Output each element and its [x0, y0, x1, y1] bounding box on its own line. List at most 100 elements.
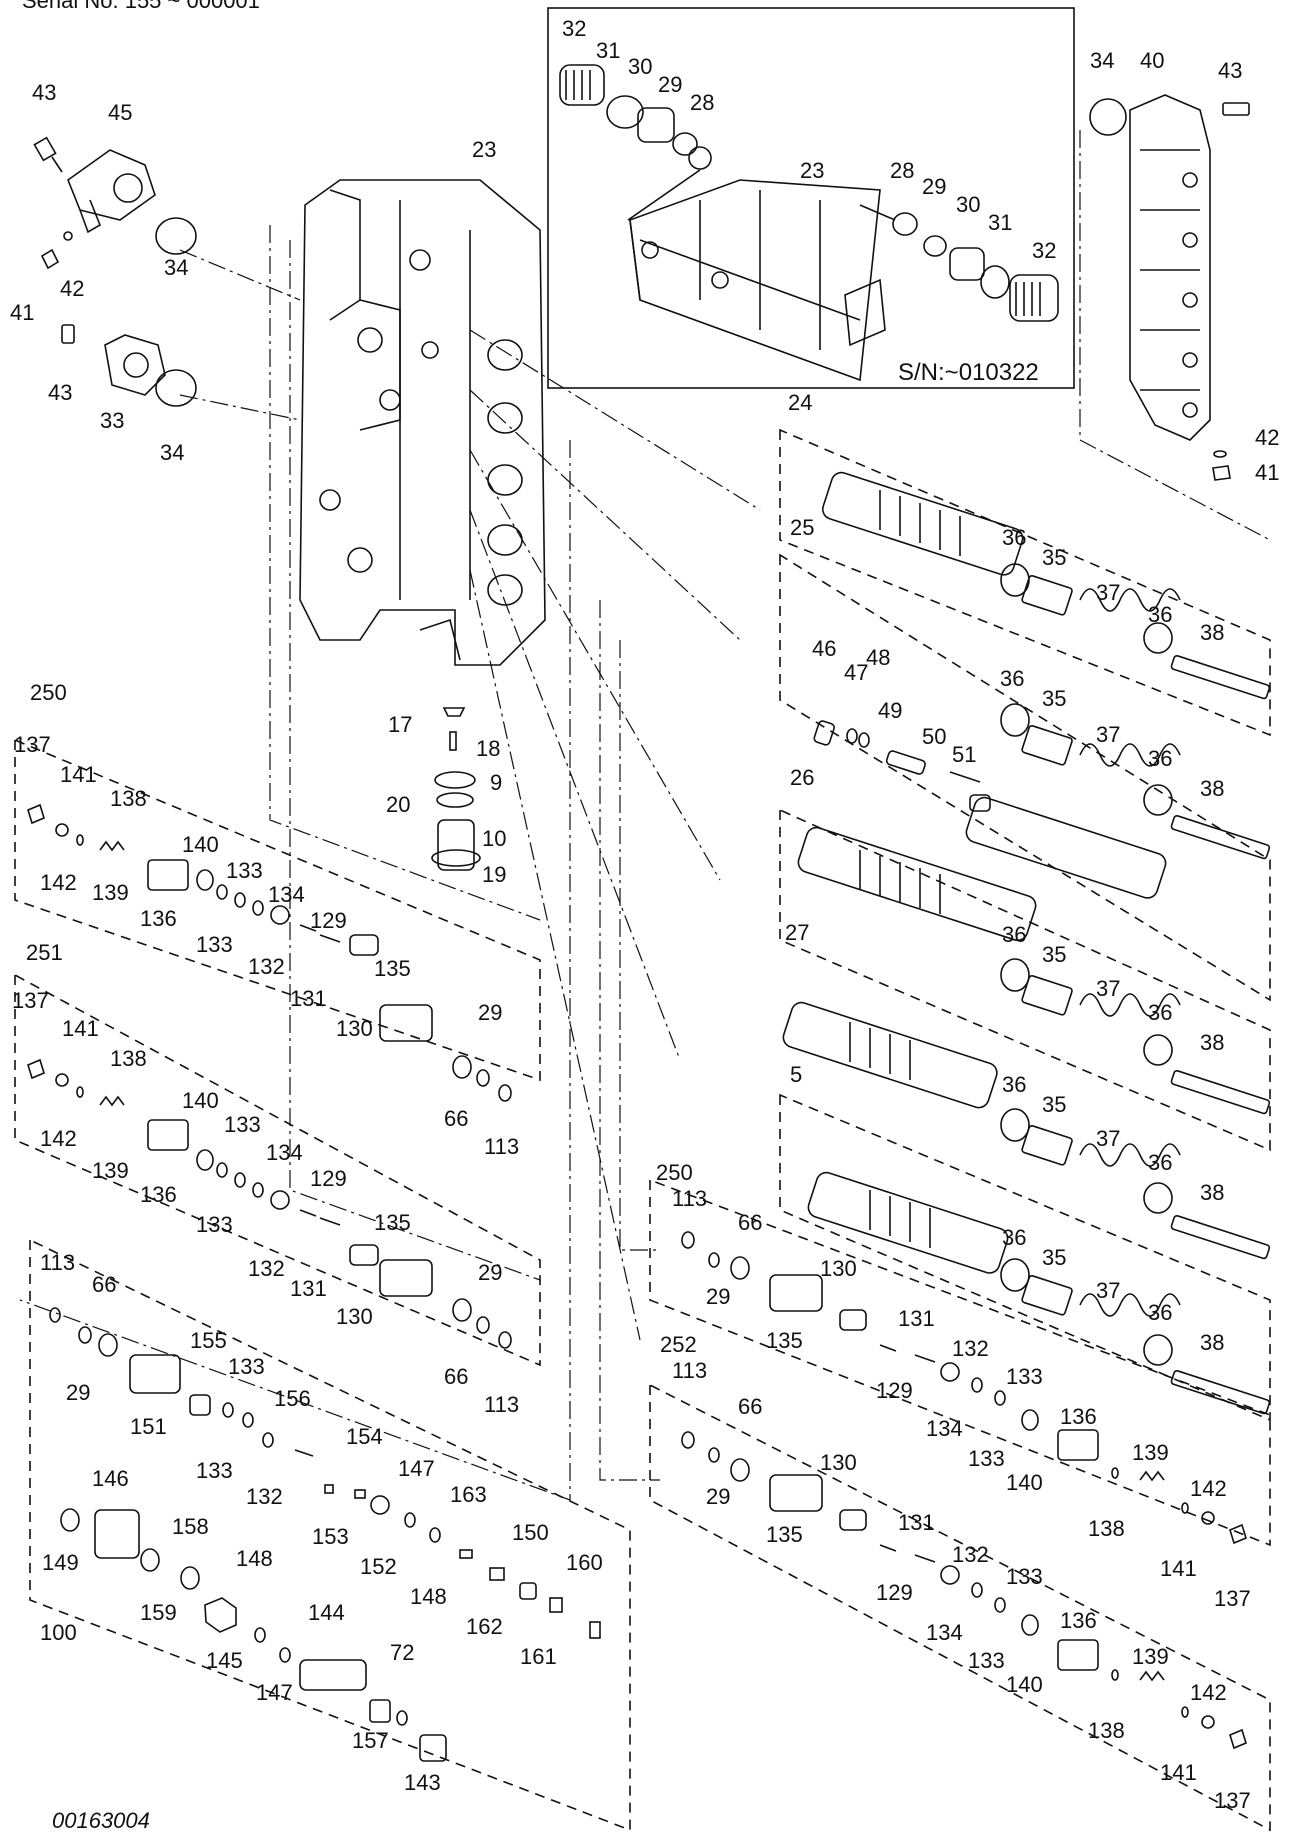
label-131: 131: [290, 1276, 327, 1301]
label-113: 113: [672, 1358, 707, 1383]
label-24: 24: [788, 390, 812, 415]
label-43: 43: [32, 80, 56, 105]
label-36: 36: [1148, 1000, 1172, 1025]
label-129: 129: [876, 1378, 913, 1403]
label-50: 50: [922, 724, 946, 749]
label-139: 139: [92, 880, 129, 905]
label-42: 42: [1255, 425, 1279, 450]
label-36: 36: [1000, 666, 1024, 691]
label-136: 136: [1060, 1404, 1097, 1429]
label-142: 142: [40, 870, 77, 895]
label-141: 141: [1160, 1760, 1197, 1785]
serial-number-header: Serial No. 155 ~ 000001: [22, 0, 260, 13]
spring-set-2: [1000, 703, 1271, 860]
label-135: 135: [766, 1522, 803, 1547]
label-66: 66: [444, 1106, 468, 1131]
label-10: 10: [482, 826, 506, 851]
label-49: 49: [878, 698, 902, 723]
label-136: 136: [140, 1182, 177, 1207]
part-labels: 43 45 42 41 34 43 33 34 23 32 31 30 29 2…: [10, 16, 1279, 1832]
label-133: 133: [224, 1112, 261, 1137]
label-19: 19: [482, 862, 506, 887]
label-140: 140: [1006, 1672, 1043, 1697]
o-ring-34-lower: [155, 369, 197, 407]
label-66: 66: [738, 1394, 762, 1419]
label-140: 140: [1006, 1470, 1043, 1495]
label-31: 31: [596, 38, 620, 63]
label-154: 154: [346, 1424, 383, 1449]
label-148: 148: [236, 1546, 273, 1571]
figure-code: 00163004: [52, 1808, 150, 1832]
label-20: 20: [386, 792, 410, 817]
relief-valve-100: [49, 1307, 601, 1762]
dashed-groups: [14, 428, 1271, 1832]
label-130: 130: [336, 1016, 373, 1041]
label-34: 34: [164, 255, 188, 280]
label-138: 138: [110, 786, 147, 811]
label-30: 30: [956, 192, 980, 217]
label-34: 34: [1090, 48, 1114, 73]
label-134: 134: [268, 882, 305, 907]
label-133: 133: [196, 1212, 233, 1237]
relief-valve-250-left: [27, 803, 512, 1102]
inset-plug-upper: [559, 64, 712, 221]
label-45: 45: [108, 100, 132, 125]
label-153: 153: [312, 1524, 349, 1549]
label-29: 29: [478, 1260, 502, 1285]
label-135: 135: [766, 1328, 803, 1353]
label-142: 142: [1190, 1680, 1227, 1705]
spring-set-4: [1000, 1108, 1271, 1260]
label-134: 134: [926, 1416, 963, 1441]
label-18: 18: [476, 736, 500, 761]
label-36: 36: [1148, 1150, 1172, 1175]
spool-5: [807, 1171, 1009, 1274]
washer-42-screw-41: [40, 231, 73, 270]
label-133: 133: [968, 1446, 1005, 1471]
label-132: 132: [952, 1542, 989, 1567]
spool-27: [782, 1001, 998, 1109]
label-132: 132: [248, 954, 285, 979]
label-47: 47: [844, 660, 868, 685]
label-34: 34: [160, 440, 184, 465]
label-138: 138: [1088, 1718, 1125, 1743]
label-51: 51: [952, 742, 976, 767]
spool-26: [797, 826, 1037, 942]
spool-24: [821, 471, 1024, 576]
label-17: 17: [388, 712, 412, 737]
label-250: 250: [30, 680, 67, 705]
label-133: 133: [228, 1354, 265, 1379]
flange-33: [61, 324, 166, 396]
end-cover-40: [1129, 94, 1250, 441]
check-valve-stack: [431, 707, 481, 871]
label-66: 66: [92, 1272, 116, 1297]
label-38: 38: [1200, 1180, 1224, 1205]
label-144: 144: [308, 1600, 345, 1625]
label-155: 155: [190, 1328, 227, 1353]
label-139: 139: [1132, 1440, 1169, 1465]
label-137: 137: [1214, 1788, 1251, 1813]
label-36: 36: [1148, 1300, 1172, 1325]
label-134: 134: [266, 1140, 303, 1165]
inset-plug-lower: [859, 204, 1059, 322]
label-130: 130: [820, 1256, 857, 1281]
label-100: 100: [40, 1620, 77, 1645]
label-136: 136: [1060, 1608, 1097, 1633]
label-46: 46: [812, 636, 836, 661]
label-37: 37: [1096, 1126, 1120, 1151]
relief-valve-252: [681, 1431, 1247, 1750]
label-140: 140: [182, 832, 219, 857]
label-135: 135: [374, 1210, 411, 1235]
label-146: 146: [92, 1466, 129, 1491]
label-149: 149: [42, 1550, 79, 1575]
label-36: 36: [1148, 746, 1172, 771]
label-140: 140: [182, 1088, 219, 1113]
label-132: 132: [246, 1484, 283, 1509]
label-42: 42: [60, 276, 84, 301]
label-131: 131: [898, 1306, 935, 1331]
label-141: 141: [60, 762, 97, 787]
label-129: 129: [876, 1580, 913, 1605]
label-43: 43: [1218, 58, 1242, 83]
label-43: 43: [48, 380, 72, 405]
label-151: 151: [130, 1414, 167, 1439]
label-132: 132: [248, 1256, 285, 1281]
